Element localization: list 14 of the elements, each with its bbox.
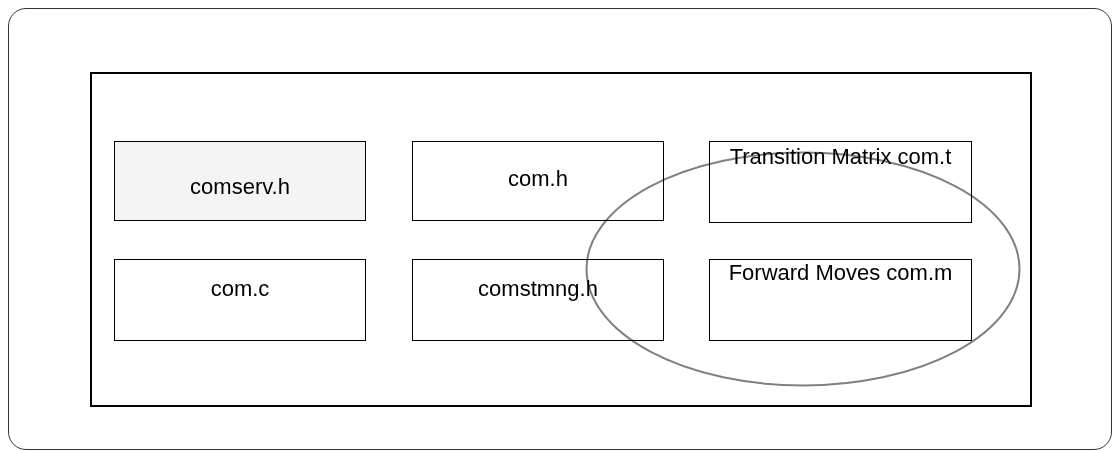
frame-border <box>8 8 1112 450</box>
file-box <box>114 259 366 341</box>
file-box <box>412 259 664 341</box>
module-container <box>90 72 1032 407</box>
file-box <box>412 141 664 221</box>
file-box <box>709 259 972 341</box>
file-label: com.h <box>507 165 569 193</box>
file-box <box>114 141 366 221</box>
file-label: comstmng.h <box>477 275 599 303</box>
file-box <box>709 141 972 223</box>
file-label: com.c <box>209 275 271 303</box>
file-label: Transition Matrix com.t <box>728 146 953 168</box>
file-label: comserv.h <box>189 173 291 201</box>
file-label: Forward Moves com.m <box>727 260 954 286</box>
